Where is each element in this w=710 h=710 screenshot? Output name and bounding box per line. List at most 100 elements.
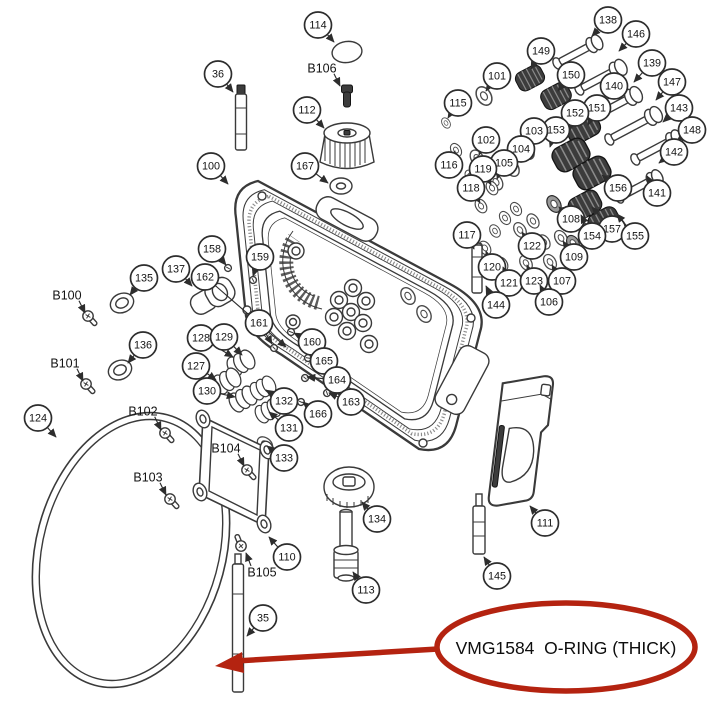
callout-167: 167 (290, 152, 329, 184)
svg-text:134: 134 (368, 514, 386, 526)
svg-text:B104: B104 (211, 442, 240, 456)
callout-154: 154 (577, 214, 607, 250)
svg-text:128: 128 (192, 333, 210, 345)
svg-text:109: 109 (565, 252, 583, 264)
svg-text:140: 140 (605, 81, 623, 93)
svg-text:137: 137 (167, 264, 185, 276)
svg-text:105: 105 (495, 158, 513, 170)
highlight-label: VMG1584 O-RING (THICK) (456, 638, 677, 658)
callout-137: 137 (161, 255, 193, 287)
svg-text:141: 141 (648, 188, 666, 200)
knurled-knob-134 (323, 466, 375, 508)
svg-text:144: 144 (487, 300, 505, 312)
bushing-136 (107, 359, 133, 381)
highlight-arrow-shaft (235, 646, 439, 664)
callout-155: 155 (616, 213, 650, 250)
callout-152: 152 (560, 99, 590, 131)
svg-text:104: 104 (512, 144, 530, 156)
callout-156: 156 (601, 174, 633, 202)
callout-115: 115 (443, 89, 473, 119)
callout-114: 114 (303, 11, 335, 43)
svg-text:124: 124 (29, 413, 47, 425)
svg-text:136: 136 (134, 340, 152, 352)
svg-text:101: 101 (488, 71, 506, 83)
button-ports (324, 278, 379, 354)
callout-165: 165 (309, 347, 339, 375)
callout-101: 101 (482, 62, 512, 92)
callout-136: 136 (127, 331, 158, 364)
svg-text:117: 117 (458, 230, 475, 242)
svg-text:111: 111 (537, 518, 553, 530)
svg-text:160: 160 (303, 337, 321, 349)
callout-134: 134 (361, 501, 392, 533)
label-callout-B100: B100 (52, 289, 86, 314)
svg-text:107: 107 (553, 276, 571, 288)
callout-127: 127 (181, 352, 217, 381)
svg-text:103: 103 (525, 126, 543, 138)
svg-text:135: 135 (135, 273, 153, 285)
callout-117: 117 (452, 221, 482, 250)
callout-111: 111 (529, 505, 560, 537)
label-callout-B103: B103 (133, 471, 167, 496)
svg-text:127: 127 (187, 361, 205, 373)
callout-110: 110 (268, 536, 302, 571)
svg-text:151: 151 (588, 103, 606, 115)
callout-138: 138 (591, 6, 623, 37)
callout-128: 128 (186, 324, 234, 358)
svg-text:156: 156 (609, 183, 627, 195)
washer-167 (329, 177, 353, 195)
svg-text:166: 166 (309, 409, 327, 421)
svg-text:148: 148 (683, 125, 701, 137)
label-callout-B106: B106 (307, 62, 341, 87)
svg-text:133: 133 (275, 453, 293, 465)
callout-135: 135 (129, 264, 159, 296)
label-callout-B104: B104 (211, 442, 245, 467)
svg-text:149: 149 (532, 46, 550, 58)
callout-146: 146 (618, 20, 651, 52)
svg-text:132: 132 (275, 396, 293, 408)
callout-129: 129 (209, 323, 243, 356)
callout-144: 144 (481, 285, 511, 319)
callout-113: 113 (351, 571, 381, 604)
svg-text:122: 122 (523, 241, 541, 253)
callout-150: 150 (556, 61, 586, 92)
callout-142: 142 (658, 138, 689, 166)
svg-text:161: 161 (250, 318, 268, 330)
callout-133: 133 (266, 444, 299, 472)
svg-text:139: 139 (643, 58, 661, 70)
latch-door-111 (487, 375, 555, 507)
svg-text:B105: B105 (247, 566, 276, 580)
callout-153: 153 (541, 116, 571, 148)
svg-text:110: 110 (278, 552, 295, 564)
callout-166: 166 (302, 400, 333, 428)
callout-118: 118 (456, 174, 486, 204)
svg-text:118: 118 (462, 183, 479, 195)
svg-text:143: 143 (670, 103, 688, 115)
knurled-knob-112 (319, 122, 375, 170)
svg-text:B100: B100 (52, 289, 81, 303)
top-viewfinder-hump (315, 196, 379, 242)
svg-text:158: 158 (203, 244, 221, 256)
svg-text:36: 36 (212, 69, 224, 81)
svg-text:B101: B101 (50, 357, 79, 371)
svg-text:131: 131 (280, 423, 298, 435)
callout-145: 145 (482, 556, 512, 590)
svg-text:146: 146 (627, 29, 645, 41)
o-ring-114 (331, 40, 363, 64)
svg-text:121: 121 (500, 278, 518, 290)
svg-text:152: 152 (566, 108, 584, 120)
callout-122: 122 (517, 231, 547, 260)
callout-139: 139 (633, 49, 667, 83)
latch-boss (434, 344, 490, 416)
svg-text:102: 102 (477, 135, 495, 147)
svg-text:153: 153 (547, 125, 565, 137)
svg-text:145: 145 (488, 571, 506, 583)
svg-text:154: 154 (583, 231, 601, 243)
guide-pin-36 (234, 84, 248, 151)
screw-b106 (341, 84, 353, 108)
svg-text:113: 113 (357, 585, 374, 597)
label-callout-B105: B105 (245, 552, 277, 580)
svg-text:142: 142 (665, 147, 683, 159)
svg-text:129: 129 (215, 332, 233, 344)
